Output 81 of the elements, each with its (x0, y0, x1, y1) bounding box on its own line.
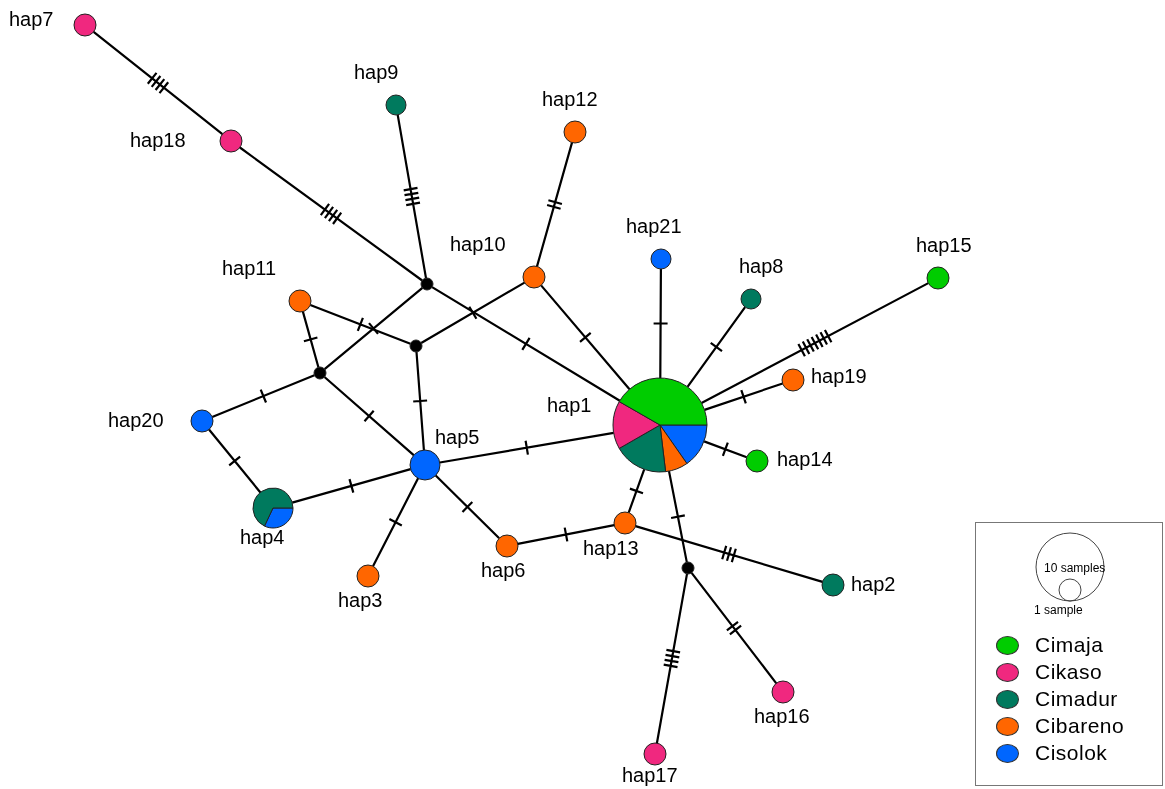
haplotype-label: hap3 (338, 588, 383, 612)
haplotype-circle (650, 248, 672, 270)
haplotype-label: hap9 (354, 60, 399, 84)
haplotype-label: hap17 (622, 763, 678, 787)
network-link (431, 286, 621, 402)
network-link (396, 113, 428, 280)
haplotype-circle (926, 266, 950, 290)
haplotype-circle (612, 377, 708, 473)
haplotype-circle (781, 368, 805, 392)
haplotype-circle (385, 94, 407, 116)
network-link (667, 470, 688, 564)
network-link (412, 350, 429, 452)
haplotype-label: hap15 (916, 233, 972, 257)
network-link (211, 374, 316, 418)
network-link (207, 428, 262, 494)
network-link (634, 525, 824, 583)
haplotype-label: hap12 (542, 87, 598, 111)
median-vector-dot (409, 339, 423, 353)
network-link (516, 524, 616, 545)
haplotype-circle (643, 742, 667, 766)
legend-label: Cikaso (1035, 660, 1103, 684)
network-link (703, 440, 748, 459)
network-link (690, 571, 778, 685)
network-link (652, 267, 669, 380)
haplotype-circle (219, 129, 243, 153)
median-vector-dot (313, 366, 327, 380)
legend-label: Cimadur (1035, 687, 1118, 711)
median-vector-dot (681, 561, 695, 575)
haplotype-label: hap4 (240, 525, 285, 549)
haplotype-label: hap11 (222, 256, 277, 280)
network-link (540, 284, 631, 391)
median-vector-dot (420, 277, 434, 291)
network-link (309, 303, 412, 345)
haplotype-circle (73, 13, 97, 37)
haplotype-circle (613, 511, 637, 535)
haplotype-label: hap1 (547, 393, 592, 417)
haplotype-circle (740, 288, 762, 310)
haplotype-label: hap5 (435, 425, 480, 449)
haplotype-label: hap6 (481, 558, 526, 582)
legend-label: Cimaja (1035, 633, 1104, 657)
network-link (535, 141, 574, 268)
size-scale-label: 1 sample (1034, 603, 1083, 617)
network-link (703, 382, 784, 411)
haplotype-circle (563, 120, 587, 144)
network-link (655, 572, 689, 745)
legend-label: Cibareno (1035, 714, 1125, 738)
haplotype-circle (771, 680, 795, 704)
haplotype-circle (409, 449, 441, 481)
network-link (238, 146, 424, 282)
haplotype-circle (522, 265, 546, 289)
network-link (700, 282, 930, 405)
network-link (371, 477, 420, 568)
haplotype-label: hap21 (626, 214, 682, 238)
network-link (627, 468, 646, 514)
haplotype-circle (288, 289, 312, 313)
haplotype-circle (495, 534, 519, 558)
haplotype-label: hap2 (851, 572, 896, 596)
network-link (420, 281, 526, 345)
haplotype-label: hap7 (9, 7, 54, 31)
network-link (686, 306, 747, 388)
network-link (291, 468, 412, 504)
network-link (301, 310, 320, 369)
haplotype-circle (190, 409, 214, 433)
haplotype-label: hap14 (777, 447, 833, 471)
haplotype-label: hap20 (108, 408, 164, 432)
network-link (323, 375, 415, 457)
haplotype-label: hap8 (739, 254, 784, 278)
haplotype-label: hap18 (130, 128, 186, 152)
haplotype-circle (821, 573, 845, 597)
legend-label: Cisolok (1035, 741, 1108, 765)
haplotype-label: hap19 (811, 364, 867, 388)
network-link (92, 30, 224, 136)
network-link (323, 286, 424, 371)
haplotype-label: hap13 (583, 536, 639, 560)
haplotype-circle (356, 564, 380, 588)
haplotype-label: hap16 (754, 704, 810, 728)
haplotype-label: hap10 (450, 232, 506, 256)
size-scale-label: 10 samples (1044, 561, 1106, 575)
network-link (438, 431, 615, 464)
network-link (434, 474, 501, 540)
haplotype-circle (745, 449, 769, 473)
